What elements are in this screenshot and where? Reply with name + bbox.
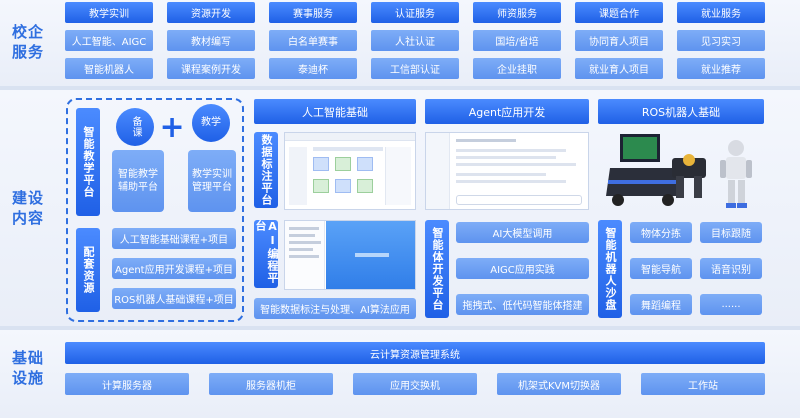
column-header: 课题合作 <box>575 2 663 23</box>
section-label-school: 校企 服务 <box>12 22 44 62</box>
section-label-line: 校企 <box>12 23 45 41</box>
course-item: ROS机器人基础课程+项目 <box>112 288 236 309</box>
section-label-line: 内容 <box>12 209 45 227</box>
column-header: 教学实训 <box>65 2 153 23</box>
vertical-label: AI编程平台 <box>254 220 279 284</box>
cloud-resource-system: 云计算资源管理系统 <box>65 342 765 364</box>
column-item: 人工智能、AIGC <box>65 30 153 51</box>
teaching-platform-group <box>66 98 244 322</box>
robot-item: 舞蹈编程 <box>630 294 692 315</box>
infra-item: 机架式KVM切换器 <box>497 373 621 395</box>
support-resources: 配套资源 <box>76 228 100 312</box>
agent-item: AI大模型调用 <box>456 222 589 243</box>
agent-dev-platform: 智能体开发平台 <box>425 220 449 318</box>
robot-item: ...... <box>700 294 762 315</box>
data-label-screenshot <box>284 132 416 210</box>
column-header: 就业服务 <box>677 2 765 23</box>
prep-circle: 备课 <box>116 108 154 146</box>
infra-item: 计算服务器 <box>65 373 189 395</box>
section-label-line: 基础 <box>12 349 45 367</box>
ai-basic-header: 人工智能基础 <box>254 99 416 124</box>
column-item: 教材编写 <box>167 30 255 51</box>
column-item: 智能机器人 <box>65 58 153 79</box>
data-label-platform: 数据标注平台 <box>254 132 278 208</box>
robot-item: 智能导航 <box>630 258 692 279</box>
column-item: 协同育人项目 <box>575 30 663 51</box>
robot-item: 目标跟随 <box>700 222 762 243</box>
ai-code-platform: AI编程平台 <box>254 220 279 288</box>
plus-icon: + <box>159 109 185 145</box>
section-label-build: 建设 内容 <box>12 188 44 228</box>
column-item: 就业推荐 <box>677 58 765 79</box>
band-separator <box>0 326 800 330</box>
section-label-base: 基础 设施 <box>12 348 44 388</box>
section-label-line: 服务 <box>12 43 45 61</box>
vertical-label: 智能体开发平台 <box>431 227 444 311</box>
teaching-assist-platform: 智能教学辅助平台 <box>112 150 164 212</box>
smart-teaching-platform: 智能教学平台 <box>76 108 100 216</box>
robot-hardware-image <box>598 130 764 212</box>
band-separator <box>0 86 800 90</box>
column-item: 见习实习 <box>677 30 765 51</box>
agent-item: AIGC应用实践 <box>456 258 589 279</box>
ros-basic-header: ROS机器人基础 <box>598 99 764 124</box>
agent-dev-header: Agent应用开发 <box>425 99 589 124</box>
vertical-label: 配套资源 <box>82 246 95 294</box>
robot-item: 物体分拣 <box>630 222 692 243</box>
agent-dev-screenshot <box>425 132 589 210</box>
section-label-line: 建设 <box>12 189 45 207</box>
vertical-label: 智能机器人沙盘 <box>604 227 617 311</box>
section-label-line: 设施 <box>12 369 45 387</box>
teach-circle: 教学 <box>192 104 230 142</box>
data-process-item: 智能数据标注与处理、AI算法应用 <box>254 298 416 319</box>
infra-item: 工作站 <box>641 373 765 395</box>
column-item: 工信部认证 <box>371 58 459 79</box>
circle-label: 备课 <box>130 116 141 138</box>
teaching-manage-platform: 教学实训管理平台 <box>188 150 236 212</box>
column-item: 国培/省培 <box>473 30 561 51</box>
vertical-label: 数据标注平台 <box>260 134 273 206</box>
box-label: 智能教学辅助平台 <box>118 169 158 193</box>
column-item: 泰迪杯 <box>269 58 357 79</box>
robot-sandbox-platform: 智能机器人沙盘 <box>598 220 622 318</box>
robot-item: 语音识别 <box>700 258 762 279</box>
column-item: 人社认证 <box>371 30 459 51</box>
column-item: 课程案例开发 <box>167 58 255 79</box>
column-item: 就业育人项目 <box>575 58 663 79</box>
column-header: 师资服务 <box>473 2 561 23</box>
agent-item: 拖拽式、低代码智能体搭建 <box>456 294 589 315</box>
course-item: 人工智能基础课程+项目 <box>112 228 236 249</box>
column-item: 企业挂职 <box>473 58 561 79</box>
circle-label: 教学 <box>201 117 221 128</box>
vertical-label: 智能教学平台 <box>82 126 95 198</box>
infra-item: 服务器机柜 <box>209 373 333 395</box>
ai-code-screenshot <box>284 220 416 290</box>
infra-item: 应用交换机 <box>353 373 477 395</box>
column-header: 资源开发 <box>167 2 255 23</box>
course-item: Agent应用开发课程+项目 <box>112 258 236 279</box>
box-label: 教学实训管理平台 <box>192 169 232 193</box>
column-header: 赛事服务 <box>269 2 357 23</box>
column-header: 认证服务 <box>371 2 459 23</box>
column-item: 白名单赛事 <box>269 30 357 51</box>
